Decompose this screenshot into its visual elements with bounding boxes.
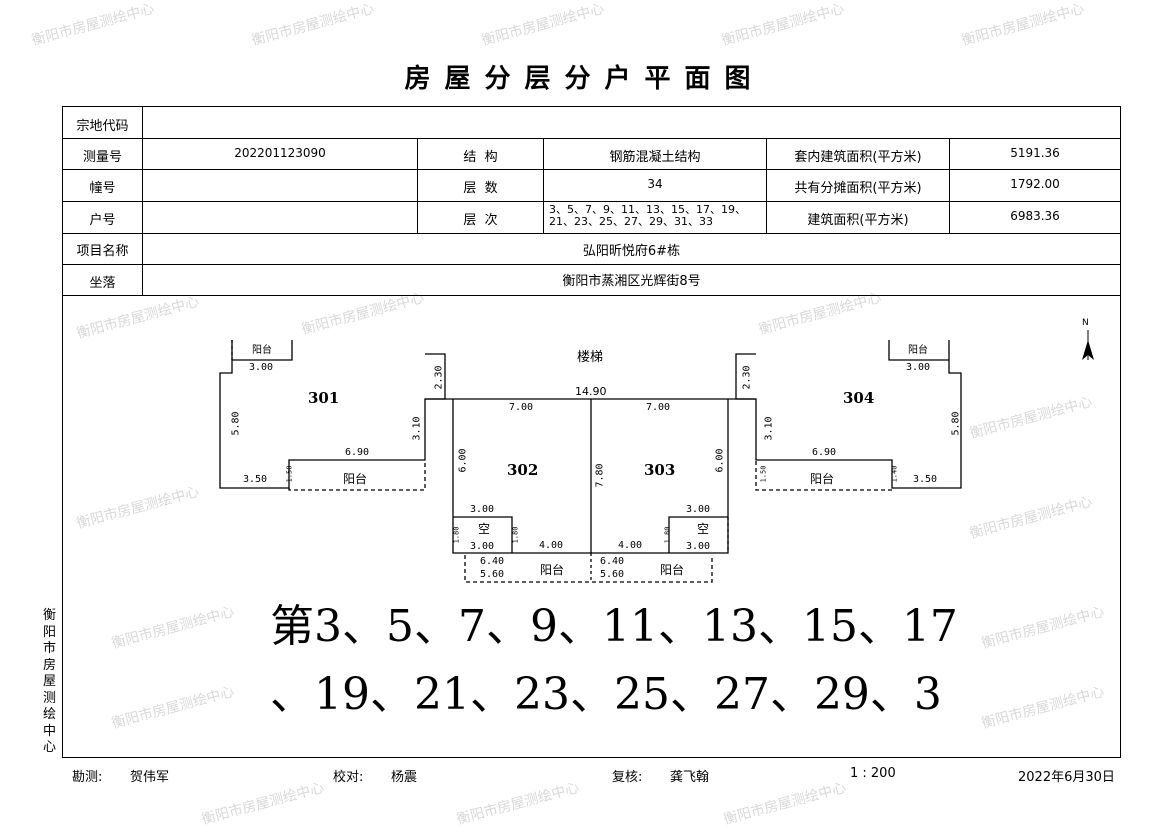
- dim: 1.50: [285, 465, 294, 483]
- scale: 1 : 200: [850, 766, 896, 781]
- survey-no-label: 测量号: [82, 150, 122, 165]
- unit-302-label: 302: [507, 461, 539, 479]
- dim: 3.10: [411, 416, 423, 441]
- project-value: 弘阳昕悦府6#栋: [582, 244, 681, 259]
- dim: 3.10: [763, 416, 775, 441]
- building-area-value: 6983.36: [1010, 209, 1060, 223]
- balcony-label: 阳台: [660, 563, 685, 577]
- dim: 1.50: [759, 465, 768, 483]
- floor-list-label: 层 次: [463, 213, 498, 228]
- unit-303-label: 303: [644, 461, 676, 479]
- dim: 3.00: [906, 362, 931, 373]
- date: 2022年6月30日: [1018, 770, 1115, 785]
- stair-label: 楼梯: [577, 350, 604, 365]
- dim: 7.80: [594, 463, 606, 488]
- reviewer-label: 复核:: [612, 770, 643, 785]
- dim: 2.30: [741, 365, 753, 390]
- building-no-label: 幢号: [89, 181, 116, 196]
- unit-303-outline: [591, 399, 729, 554]
- balcony-label: 阳台: [540, 563, 565, 577]
- dim: 6.90: [812, 447, 837, 458]
- surveyor-name: 贺伟军: [130, 770, 170, 785]
- dim: 5.60: [600, 569, 625, 580]
- surveyor-label: 勘测:: [72, 770, 103, 785]
- dim: 6.00: [457, 448, 469, 473]
- dim: 1.40: [890, 465, 899, 483]
- dim: 6.40: [480, 556, 505, 567]
- north-label: N: [1082, 318, 1089, 328]
- unit-no-label: 户号: [89, 213, 116, 228]
- location-label: 坐落: [89, 276, 116, 291]
- dim: 3.00: [686, 541, 711, 552]
- page-title: 房屋分层分户平面图: [404, 64, 765, 94]
- floor-caption-line2: 、19、21、23、25、27、29、3: [270, 669, 942, 720]
- balcony-label: 阳台: [908, 345, 928, 356]
- survey-no-value: 202201123090: [234, 146, 326, 160]
- dim: 6.90: [345, 447, 370, 458]
- dim: 1.80: [663, 526, 672, 544]
- unit-301-outline: [219, 340, 446, 489]
- unit-301-label: 301: [308, 389, 340, 407]
- shared-area-value: 1792.00: [1010, 177, 1060, 191]
- dim: 4.00: [539, 540, 564, 551]
- inner-area-label: 套内建筑面积(平方米): [794, 150, 922, 165]
- inner-area-value: 5191.36: [1010, 146, 1060, 160]
- void-label: 空: [697, 522, 710, 536]
- dim: 3.50: [243, 474, 268, 485]
- balcony-label: 阳台: [810, 472, 835, 486]
- dim: 7.00: [509, 402, 534, 413]
- dim: 3.00: [686, 504, 711, 515]
- info-table: 宗地代码 测量号 202201123090 结 构 钢筋混凝土结构 套内建筑面积…: [62, 106, 1121, 758]
- dim: 3.50: [913, 474, 938, 485]
- dim: 5.60: [480, 569, 505, 580]
- side-organization: 衡阳市房屋测绘中心: [43, 608, 57, 755]
- checker-label: 校对:: [333, 770, 364, 785]
- dim: 6.00: [714, 448, 726, 473]
- unit-302-outline: [452, 399, 592, 554]
- floor-list-value: 3、5、7、9、11、13、15、17、19、21、23、25、27、29、31…: [549, 203, 746, 228]
- dim: 4.00: [618, 540, 643, 551]
- dim: 3.00: [470, 541, 495, 552]
- floor-caption-line1: 第3、5、7、9、11、13、15、17: [270, 601, 958, 652]
- structure-value: 钢筋混凝土结构: [609, 150, 701, 165]
- dim: 3.00: [470, 504, 495, 515]
- dim: 5.80: [230, 411, 242, 436]
- balcony-label: 阳台: [252, 345, 272, 356]
- checker-name: 杨震: [391, 770, 418, 785]
- unit-304-label: 304: [843, 389, 875, 407]
- unit-304-outline: [735, 340, 962, 489]
- shared-area-label: 共有分摊面积(平方米): [794, 181, 922, 196]
- dim: 5.80: [950, 411, 962, 436]
- dim: 3.00: [249, 362, 274, 373]
- balcony-label: 阳台: [343, 472, 368, 486]
- project-label: 项目名称: [76, 244, 129, 259]
- structure-label: 结 构: [463, 150, 498, 165]
- reviewer-name: 龚飞翰: [670, 770, 710, 785]
- location-value: 衡阳市蒸湘区光辉街8号: [562, 274, 701, 289]
- dim: 1.80: [452, 526, 461, 544]
- dim: 6.40: [600, 556, 625, 567]
- stair-width-dim: 14.90: [575, 385, 607, 398]
- dim: 2.30: [433, 365, 445, 390]
- dim: 7.00: [646, 402, 671, 413]
- void-label: 空: [478, 522, 491, 536]
- floors-label: 层 数: [463, 181, 498, 196]
- parcel-code-label: 宗地代码: [76, 119, 129, 134]
- dim: 1.80: [511, 526, 520, 544]
- building-area-label: 建筑面积(平方米): [807, 213, 909, 228]
- floors-value: 34: [647, 177, 663, 191]
